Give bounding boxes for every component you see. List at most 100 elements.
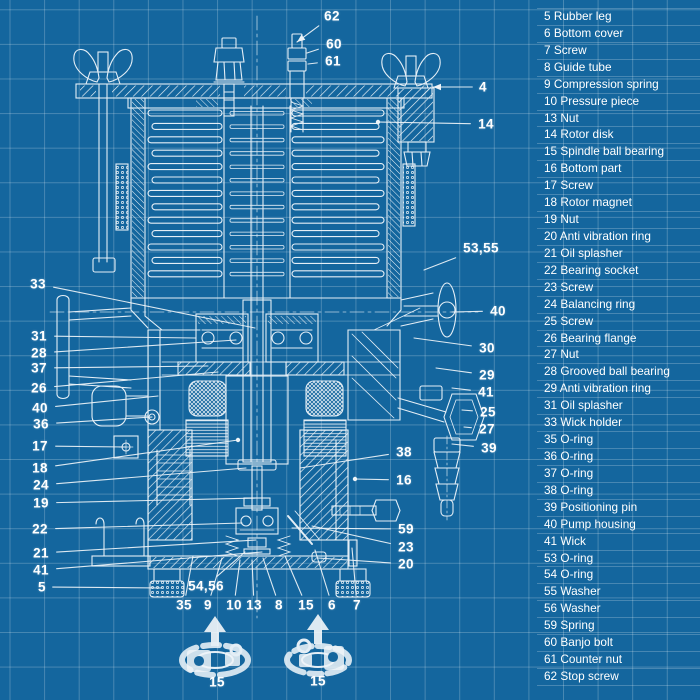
parts-list-item: 16 Bottom part	[537, 161, 700, 179]
spring-and-screw-right	[287, 499, 401, 567]
parts-list-item: 9 Compression spring	[537, 77, 700, 94]
parts-list-item: 22 Bearing socket	[537, 263, 700, 280]
parts-list-item: 19 Nut	[537, 212, 700, 229]
parts-list-item: 24 Balancing ring	[537, 297, 700, 314]
callout-label-54-56: 54,56	[188, 578, 224, 594]
callout-label-26: 26	[31, 380, 47, 396]
callout-label-30: 30	[479, 340, 495, 356]
callout-label-33: 33	[30, 276, 46, 292]
callout-label-13: 13	[246, 597, 262, 613]
callout-label-62: 62	[324, 8, 340, 24]
parts-list-item: 62 Stop screw	[537, 669, 700, 686]
banjo-bolt-assembly	[287, 33, 307, 133]
parts-list-item: 36 O-ring	[537, 449, 700, 466]
callout-label-29: 29	[479, 367, 495, 383]
callout-label-9: 9	[204, 597, 212, 613]
callout-label-4: 4	[479, 79, 487, 95]
parts-list-item: 61 Counter nut	[537, 652, 700, 669]
callout-label-15: 15	[209, 674, 225, 690]
callout-label-31: 31	[31, 328, 47, 344]
parts-list-item: 13 Nut	[537, 111, 700, 128]
parts-list-item: 40 Pump housing	[537, 517, 700, 534]
parts-list-item: 10 Pressure piece	[537, 94, 700, 111]
callout-label-18: 18	[32, 460, 48, 476]
wing-nut-left	[73, 48, 133, 273]
parts-list-item: 38 O-ring	[537, 483, 700, 500]
parts-list-item: 37 O-ring	[537, 466, 700, 483]
parts-list-item: 55 Washer	[537, 584, 700, 602]
callout-label-61: 61	[325, 53, 341, 69]
disk-stack-body	[115, 97, 416, 463]
callout-label-25: 25	[480, 404, 496, 420]
parts-list-item: 21 Oil splasher	[537, 246, 700, 263]
callout-label-6: 6	[328, 597, 336, 613]
parts-list-item: 33 Wick holder	[537, 415, 700, 433]
centerlines	[49, 15, 479, 619]
callout-label-40: 40	[490, 303, 506, 319]
callout-label-21: 21	[33, 545, 49, 561]
callout-label-41: 41	[478, 384, 494, 400]
bearing-detail-view-right	[284, 614, 352, 677]
parts-list-item: 6 Bottom cover	[537, 26, 700, 43]
callout-label-28: 28	[31, 345, 47, 361]
callout-label-40: 40	[32, 400, 48, 416]
callout-label-8: 8	[275, 597, 283, 613]
parts-list-item: 28 Grooved ball bearing	[537, 364, 700, 382]
callout-label-38: 38	[396, 444, 412, 460]
parts-list-item: 41 Wick	[537, 534, 700, 551]
parts-list-item: 14 Rotor disk	[537, 127, 700, 145]
parts-list-item: 54 O-ring	[537, 567, 700, 585]
callout-label-59: 59	[398, 521, 414, 537]
callout-label-20: 20	[398, 556, 414, 572]
parts-list-item: 39 Positioning pin	[537, 500, 700, 517]
callout-label-14: 14	[478, 116, 494, 132]
right-bearing-flange-block	[347, 329, 401, 421]
callout-label-35: 35	[176, 597, 192, 613]
parts-list-item: 7 Screw	[537, 43, 700, 60]
callout-label-24: 24	[33, 477, 49, 493]
parts-list-item: 29 Anti vibration ring	[537, 381, 700, 399]
callout-label-36: 36	[33, 416, 49, 432]
parts-list-item: 18 Rotor magnet	[537, 195, 700, 213]
parts-list-item: 5 Rubber leg	[537, 9, 700, 26]
parts-list-item: 23 Screw	[537, 280, 700, 297]
callout-label-41: 41	[33, 562, 49, 578]
wing-nut-right-and-flange	[381, 52, 441, 167]
top-cover-plate	[75, 83, 433, 109]
parts-list-item: 17 Screw	[537, 178, 700, 196]
callout-label-5: 5	[38, 579, 46, 595]
bottom-cover-and-feet	[147, 555, 371, 598]
hose-barb-fitting	[433, 437, 461, 517]
callout-label-60: 60	[326, 36, 342, 52]
parts-list-item: 53 O-ring	[537, 551, 700, 568]
parts-list-item: 8 Guide tube	[537, 60, 700, 77]
parts-list-item: 60 Banjo bolt	[537, 635, 700, 653]
center-stud-screw	[213, 37, 245, 117]
callout-label-15: 15	[298, 597, 314, 613]
callout-leader-lines	[52, 25, 483, 596]
callout-label-17: 17	[32, 438, 48, 454]
parts-list-item: 56 Washer	[537, 601, 700, 619]
parts-list-item: 20 Anti vibration ring	[537, 229, 700, 246]
callout-label-22: 22	[32, 521, 48, 537]
rotor-stator-disk-rows	[147, 109, 385, 278]
parts-list-item: 25 Screw	[537, 314, 700, 331]
callout-label-7: 7	[353, 597, 361, 613]
bottom-casting	[147, 429, 349, 541]
callout-label-53-55: 53,55	[463, 240, 499, 256]
right-valve-hex-fitting	[397, 385, 485, 441]
parts-list-item: 35 O-ring	[537, 432, 700, 449]
callout-label-23: 23	[398, 539, 414, 555]
parts-list-item: 59 Spring	[537, 618, 700, 636]
callout-label-15: 15	[310, 673, 326, 689]
callout-label-27: 27	[479, 421, 495, 437]
bearing-detail-view-left	[179, 616, 251, 678]
parts-list-item: 31 Oil splasher	[537, 398, 700, 416]
right-port-flange	[373, 282, 457, 338]
callout-label-10: 10	[226, 597, 242, 613]
parts-list-item: 26 Bearing flange	[537, 331, 700, 348]
callout-label-16: 16	[396, 472, 412, 488]
